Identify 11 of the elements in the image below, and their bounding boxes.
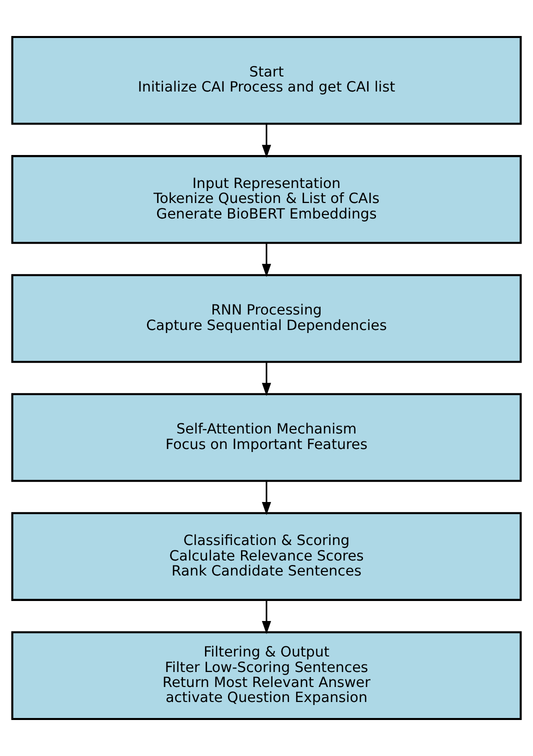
node-box: RNN Processing Capture Sequential Dependencies <box>11 274 522 363</box>
node-box: Input Representation Tokenize Question & List of CAIs Generate BioBERT Embeddings <box>11 155 522 244</box>
arrow <box>262 243 272 278</box>
arrow <box>262 481 272 516</box>
node-box: Filtering & Output Filter Low-Scoring Sentences Return Most Relevant Answer activate Question Expansion <box>11 631 522 720</box>
arrow <box>262 600 272 634</box>
node-box: Classification & Scoring Calculate Relevance Scores Rank Candidate Sentences <box>11 512 522 601</box>
node-box: Start Initialize CAI Process and get CAI list <box>11 36 522 125</box>
arrow <box>262 124 272 158</box>
arrow <box>262 362 272 396</box>
node-box: Self-Attention Mechanism Focus on Important Features <box>11 393 522 482</box>
